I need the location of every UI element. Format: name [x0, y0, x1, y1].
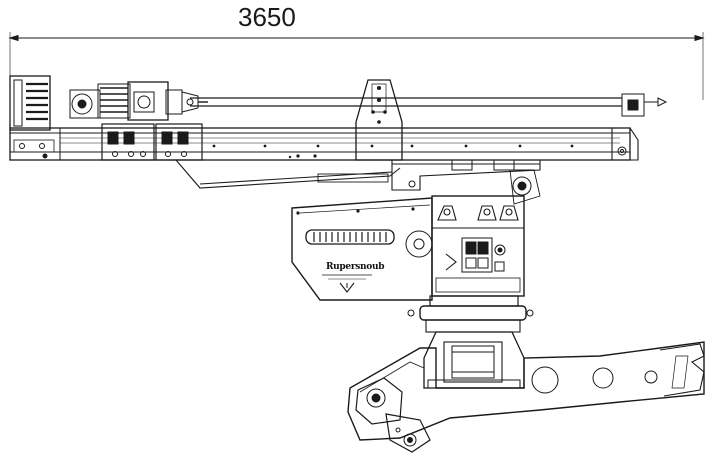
brand-logo: Rupersnoub [326, 262, 385, 272]
feed-beam [9, 127, 639, 161]
rear-hose-bundle [9, 75, 61, 161]
boom-arm [347, 341, 705, 453]
rock-drill [69, 81, 208, 121]
carriage-blocks [101, 123, 203, 161]
overall-length-dimension: 3650 [238, 2, 296, 32]
drill-rod [190, 93, 668, 117]
swivel-ring [407, 295, 534, 333]
boom-head-housing [291, 197, 433, 301]
beam-bracket [355, 79, 403, 161]
boom-bracket [423, 331, 525, 389]
dimension-line [8, 32, 705, 100]
valve-block [431, 195, 525, 297]
feed-cylinder [175, 159, 541, 205]
